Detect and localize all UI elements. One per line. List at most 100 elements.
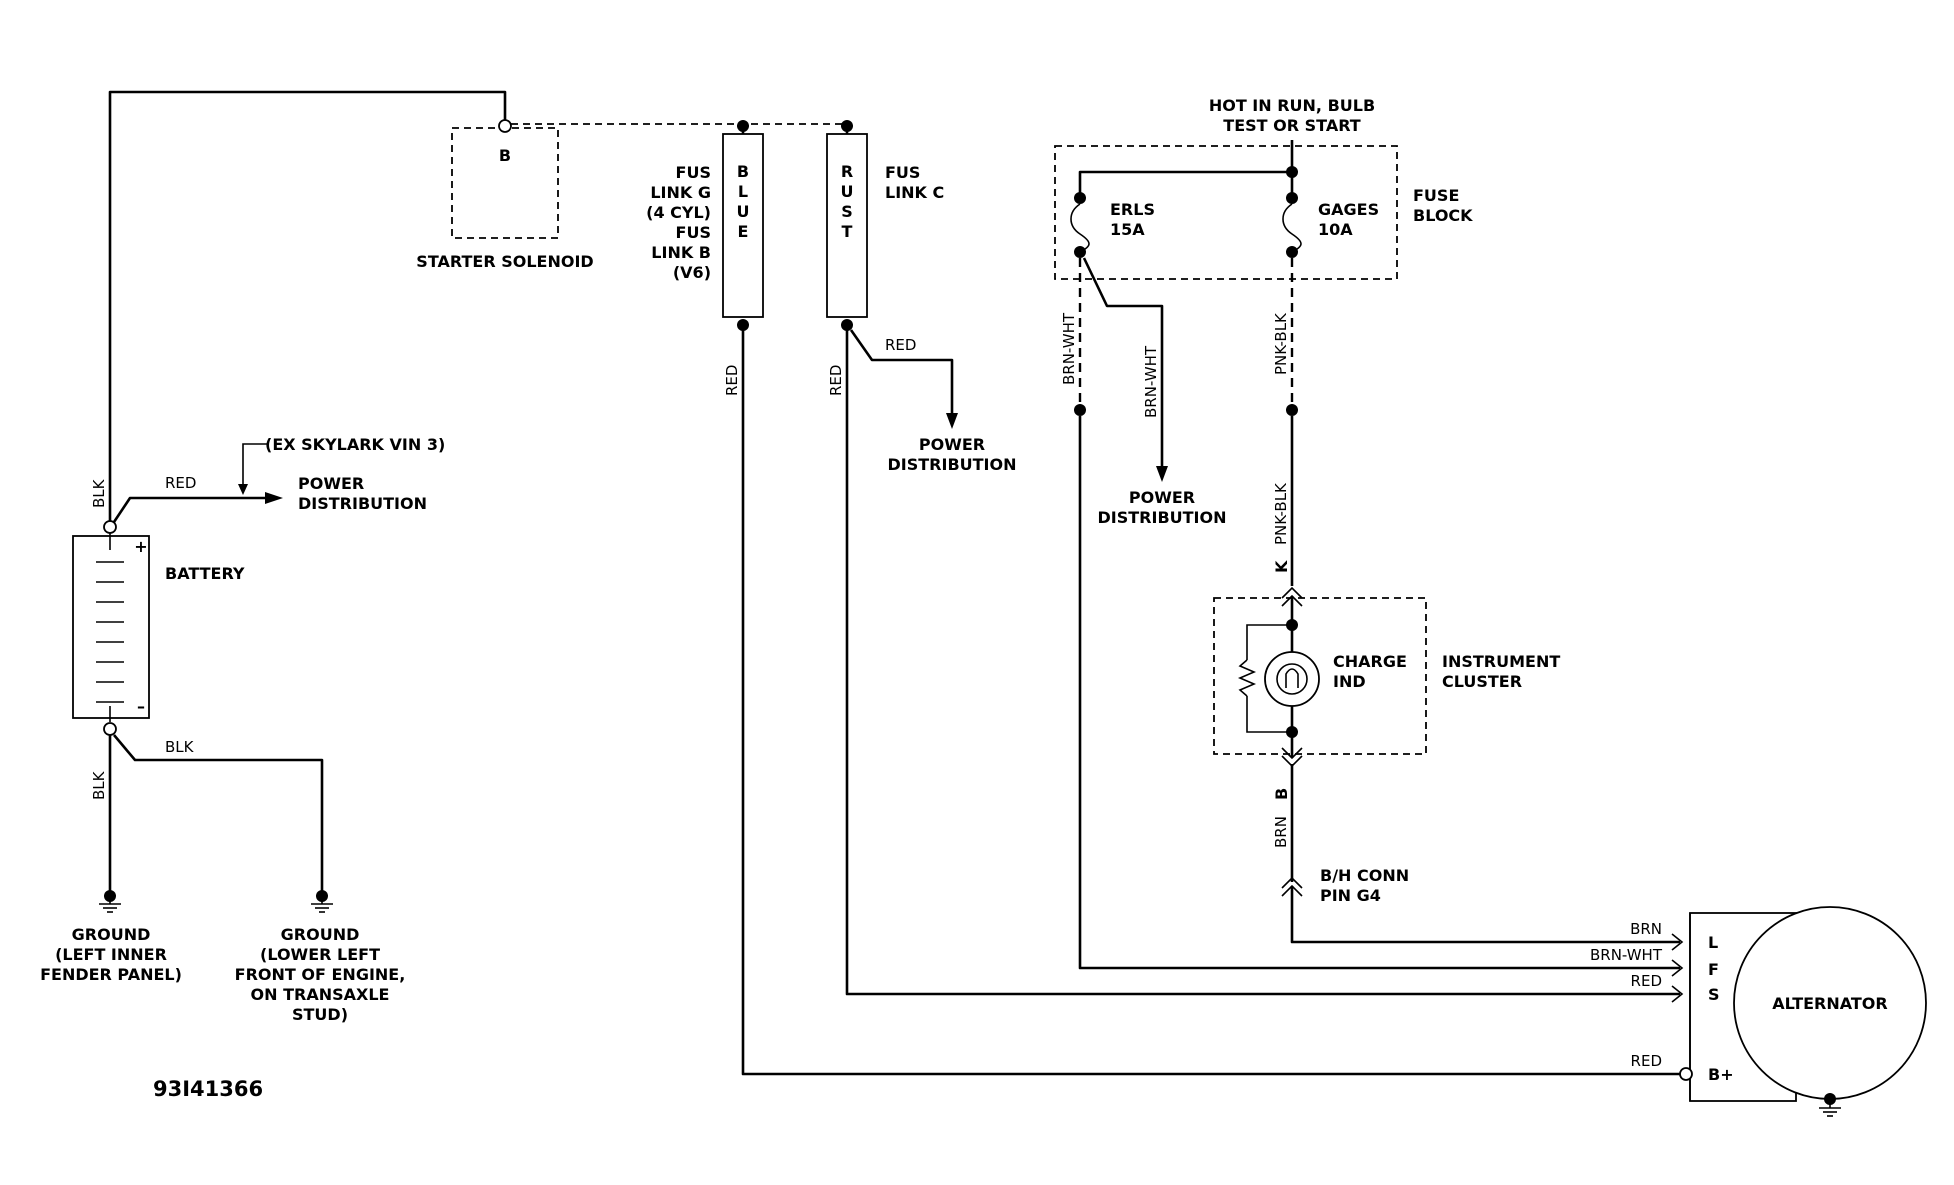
rust-red-wire-label: RED [827,365,845,396]
bh-brn-wire [1290,886,1680,944]
alternator-label: ALTERNATOR [1772,994,1887,1013]
fuse-block-buss [1078,170,1292,194]
starter-terminal-label: B [499,146,511,165]
blue-label-line-6: (V6) [673,263,711,282]
gages-fuse-bottom-node [1286,246,1298,258]
erls-fuse-bottom-node [1074,246,1086,258]
cluster-resistor-wire-bottom [1246,696,1292,733]
alt-wire-label-brn-wht: BRN-WHT [1590,946,1663,964]
ground-2-line-1: GROUND [281,925,360,944]
cluster-connector-k [1281,586,1303,599]
erls-brn-wht-wire [1078,416,1680,970]
charge-indicator-bulb-inner [1276,663,1308,695]
skylark-note-leader [242,443,268,488]
alt-pin-s: S [1708,985,1720,1004]
erls-fuse-top-node [1074,192,1086,204]
ground-1-line-2: (LEFT INNER [55,945,167,964]
alt-wire-label-brn: BRN [1630,920,1662,938]
fusible-link-blue-body [722,133,764,318]
conn-k-label: K [1272,560,1291,573]
gages-lower-wire-label: PNK-BLK [1272,482,1290,545]
gages-fuse-element [1282,203,1302,253]
rust-branch-arrow [946,413,958,429]
fusible-link-blue: B L U E [722,120,764,318]
battery-bottom-wire-label: BLK [90,770,108,800]
starter-solenoid-box [451,127,559,239]
gages-label-line-2: 10A [1318,220,1353,239]
battery-body [72,535,150,719]
gages-label-line-1: GAGES [1318,200,1379,219]
battery-starter-cable [108,90,507,525]
alt-l-connector [1671,933,1684,951]
rust-power-dist-line-2: DISTRIBUTION [888,455,1017,474]
erls-label-line-2: 15A [1110,220,1145,239]
erls-splice-node [1074,404,1086,416]
erls-out-wire-label: BRN-WHT [1060,312,1078,385]
erls-branch-wire [1082,257,1164,468]
ground-2-line-2: (LOWER LEFT [260,945,380,964]
alternator-ground-symbol [1819,1093,1841,1117]
gages-splice-node [1286,404,1298,416]
instrument-cluster-box [1213,597,1427,755]
brn-wire-label: BRN [1272,816,1290,848]
battery-plus-sign: + [134,537,147,556]
fuse-block-box [1054,145,1398,280]
battery: + – [72,531,150,722]
rust-letter-2: U [841,182,854,201]
hot-label-line-1: HOT IN RUN, BULB [1209,96,1375,115]
charge-indicator-bulb [1264,651,1320,707]
starter-b-terminal [498,119,512,133]
blue-letter-2: L [738,182,748,201]
charge-indicator-filament [1285,668,1299,688]
blue-red-wire [741,325,1680,1076]
rust-branch-wire [849,329,954,415]
bh-conn-line-1: B/H CONN [1320,866,1409,885]
erls-power-dist-line-2: DISTRIBUTION [1098,508,1227,527]
rust-red-wire [845,325,1680,996]
alternator [1689,906,1927,1102]
blue-red-wire-label: RED [723,365,741,396]
battery-red-wire-label: RED [165,474,196,492]
battery-cells [96,561,124,703]
alt-pin-bplus: B+ [1708,1065,1734,1084]
gages-fuse-top-node [1286,192,1298,204]
battery-red-out-wire [112,496,265,523]
ground-1-symbol [99,890,121,913]
blue-label-line-1: FUS [676,163,711,182]
alt-f-connector [1671,959,1684,977]
skylark-note: (EX SKYLARK VIN 3) [265,435,445,454]
resistor-symbol [1237,659,1257,697]
fusible-link-blue-label: FUS LINK G (4 CYL) FUS LINK B (V6) [646,163,711,282]
erls-power-dist-line-1: POWER [1129,488,1195,507]
battery-negative-terminal [103,722,117,736]
battery-branch-wire-label: BLK [165,738,195,756]
cluster-label-line-1: INSTRUMENT [1442,652,1560,671]
blue-label-line-3: (4 CYL) [646,203,711,222]
gages-out-wire-label: PNK-BLK [1272,312,1290,375]
hot-label-line-2: TEST OR START [1223,116,1361,135]
blue-label-line-4: FUS [676,223,711,242]
ground-2-wire [113,734,324,896]
blue-label-line-2: LINK G [650,183,711,202]
ground-2-symbol [311,890,333,913]
alt-wire-label-red-s: RED [1631,972,1662,990]
battery-positive-terminal [103,520,117,534]
starter-solenoid-label: STARTER SOLENOID [416,252,593,271]
battery-red-out-arrow [265,492,283,504]
battery-power-dist-line-1: POWER [298,474,364,493]
ground-2-line-3: FRONT OF ENGINE, [235,965,406,984]
alt-pin-l: L [1708,933,1718,952]
starter-solenoid: B STARTER SOLENOID [416,127,594,271]
erls-fuse-element [1070,203,1090,253]
ground-1-line-3: FENDER PANEL) [40,965,182,984]
conn-b-label: B [1272,788,1291,800]
erls-label-line-1: ERLS [1110,200,1155,219]
battery-power-dist-line-2: DISTRIBUTION [298,494,427,513]
charge-ind-line-2: IND [1333,672,1366,691]
blue-label-line-5: LINK B [651,243,711,262]
rust-letter-4: T [842,222,853,241]
erls-branch-arrow [1156,466,1168,482]
alt-pin-f: F [1708,960,1719,979]
blue-letter-4: E [738,222,749,241]
